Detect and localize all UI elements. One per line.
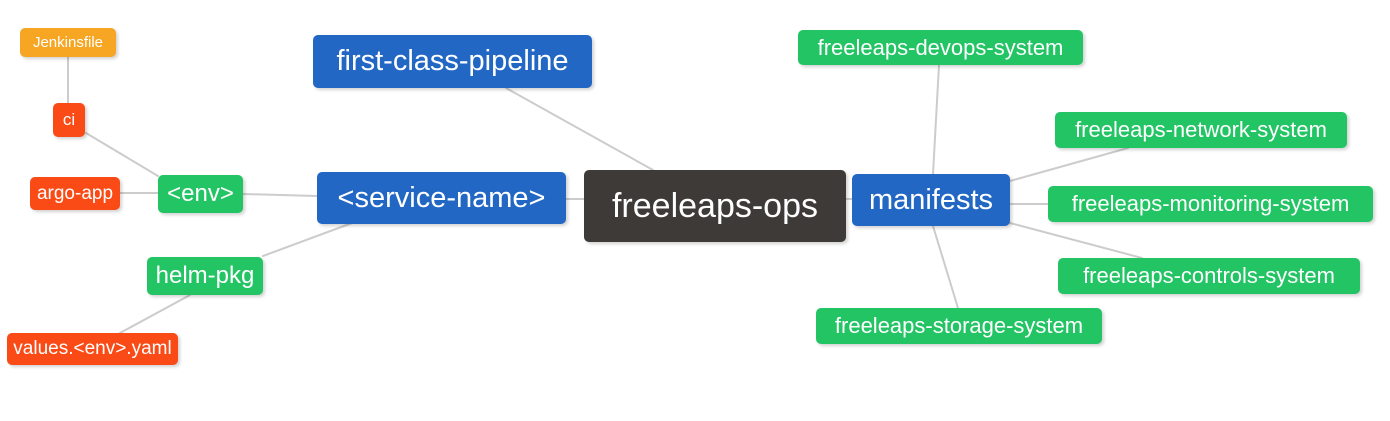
node-freeleaps-controls-system[interactable]: freeleaps-controls-system	[1058, 258, 1360, 294]
node-manifests[interactable]: manifests	[852, 174, 1010, 226]
node-ci[interactable]: ci	[53, 103, 85, 137]
node-freeleaps-ops-root[interactable]: freeleaps-ops	[584, 170, 846, 242]
edge-ci-env	[85, 132, 159, 177]
edge-manifests-controls	[1009, 222, 1143, 259]
edge-env-service-name	[242, 193, 318, 197]
node-jenkinsfile[interactable]: Jenkinsfile	[20, 28, 116, 57]
edge-manifests-storage	[932, 225, 959, 309]
node-env[interactable]: <env>	[158, 175, 243, 213]
node-freeleaps-storage-system[interactable]: freeleaps-storage-system	[816, 308, 1102, 344]
edge-manifests-network	[1009, 147, 1129, 182]
node-first-class-pipeline[interactable]: first-class-pipeline	[313, 35, 592, 88]
node-argo-app[interactable]: argo-app	[30, 177, 120, 210]
node-values-env-yaml[interactable]: values.<env>.yaml	[7, 333, 178, 365]
node-freeleaps-network-system[interactable]: freeleaps-network-system	[1055, 112, 1347, 148]
edge-pipeline-root	[505, 87, 654, 171]
node-service-name[interactable]: <service-name>	[317, 172, 566, 224]
node-freeleaps-devops-system[interactable]: freeleaps-devops-system	[798, 30, 1083, 65]
node-freeleaps-monitoring-system[interactable]: freeleaps-monitoring-system	[1048, 186, 1373, 222]
edge-manifests-devops	[932, 64, 940, 175]
edge-values-helm-pkg	[119, 294, 191, 334]
node-helm-pkg[interactable]: helm-pkg	[147, 257, 263, 295]
edge-helm-pkg-service-name	[262, 222, 353, 257]
